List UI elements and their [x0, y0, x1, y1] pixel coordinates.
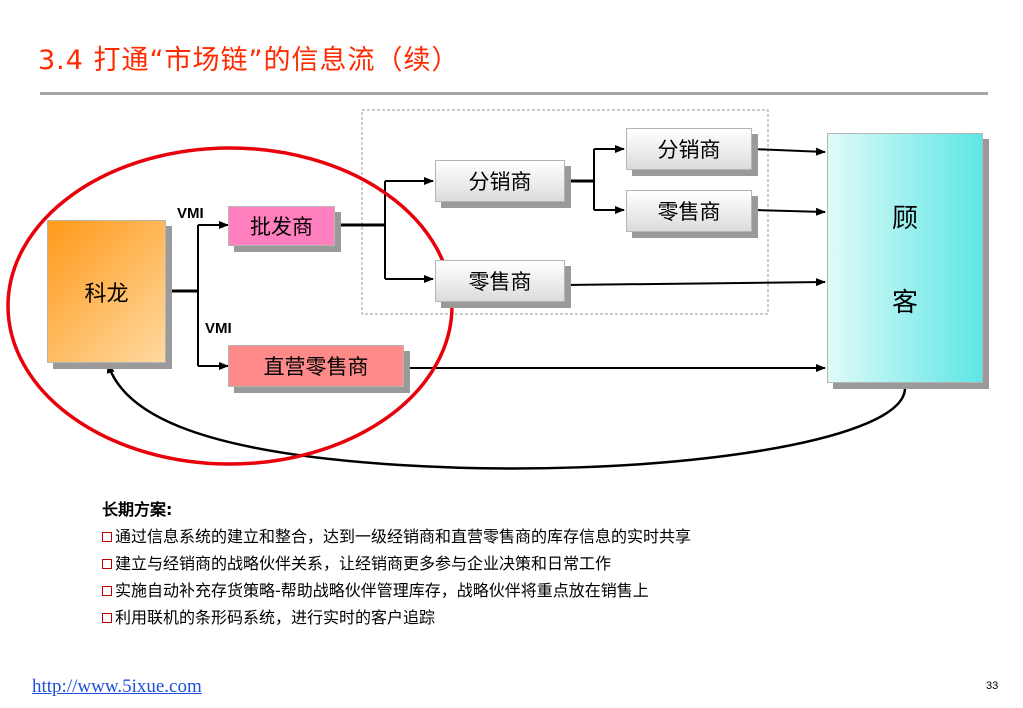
distributor-mid-node: 分销商 — [435, 160, 565, 202]
plan-item-text: 通过信息系统的建立和整合，达到一级经销商和直营零售商的库存信息的实时共享 — [115, 527, 692, 546]
wholesaler-node: 批发商 — [228, 206, 335, 246]
page-number: 33 — [986, 680, 999, 692]
customer-label-line1: 顾 — [891, 203, 918, 234]
retailer-upper-label: 零售商 — [657, 200, 721, 224]
plan-item: 通过信息系统的建立和整合，达到一级经销商和直营零售商的库存信息的实时共享 — [102, 523, 691, 550]
distribution-group-frame — [361, 109, 769, 315]
vmi-label-lower: VMI — [205, 320, 232, 337]
distributor-top-node: 分销商 — [626, 128, 752, 170]
arrow-mid-retailer-customer — [564, 278, 826, 287]
kelong-label: 科龙 — [84, 281, 129, 307]
plan-item: 实施自动补充存货策略-帮助战略伙伴管理库存，战略伙伴将重点放在销售上 — [102, 577, 691, 604]
long-term-plan: 长期方案: 通过信息系统的建立和整合，达到一级经销商和直营零售商的库存信息的实时… — [102, 496, 691, 631]
checkbox-bullet-icon — [102, 586, 112, 596]
checkbox-bullet-icon — [102, 532, 112, 542]
highlight-ellipse — [6, 146, 454, 466]
page-title: 3.4 打通“市场链”的信息流（续） — [38, 45, 460, 76]
title-divider — [40, 92, 988, 95]
vmi-label-upper: VMI — [177, 205, 204, 222]
plan-heading: 长期方案: — [102, 500, 173, 519]
customer-node: 顾 客 — [827, 133, 983, 383]
kelong-node: 科龙 — [47, 220, 166, 363]
arrow-upper-retailer-customer — [751, 207, 826, 216]
retailer-mid-node: 零售商 — [435, 260, 565, 302]
plan-item-text: 建立与经销商的战略伙伴关系，让经销商更多参与企业决策和日常工作 — [115, 554, 612, 573]
footer-link[interactable]: http://www.5ixue.com — [32, 676, 202, 697]
distributor-mid-label: 分销商 — [468, 170, 532, 194]
retailer-mid-label: 零售商 — [468, 270, 532, 294]
plan-item: 利用联机的条形码系统，进行实时的客户追踪 — [102, 604, 691, 631]
distributor-top-label: 分销商 — [657, 138, 721, 162]
plan-item-text: 利用联机的条形码系统，进行实时的客户追踪 — [115, 608, 436, 627]
plan-item-text: 实施自动补充存货策略-帮助战略伙伴管理库存，战略伙伴将重点放在销售上 — [115, 581, 649, 600]
direct-retailer-label: 直营零售商 — [263, 355, 369, 379]
arrow-top-distributor-customer — [751, 147, 826, 156]
wholesaler-label: 批发商 — [250, 215, 313, 239]
plan-item: 建立与经销商的战略伙伴关系，让经销商更多参与企业决策和日常工作 — [102, 550, 691, 577]
direct-retailer-node: 直营零售商 — [228, 345, 404, 387]
customer-label-line2: 客 — [891, 287, 918, 318]
feedback-curve — [106, 363, 907, 470]
checkbox-bullet-icon — [102, 613, 112, 623]
retailer-upper-node: 零售商 — [626, 190, 752, 232]
checkbox-bullet-icon — [102, 559, 112, 569]
